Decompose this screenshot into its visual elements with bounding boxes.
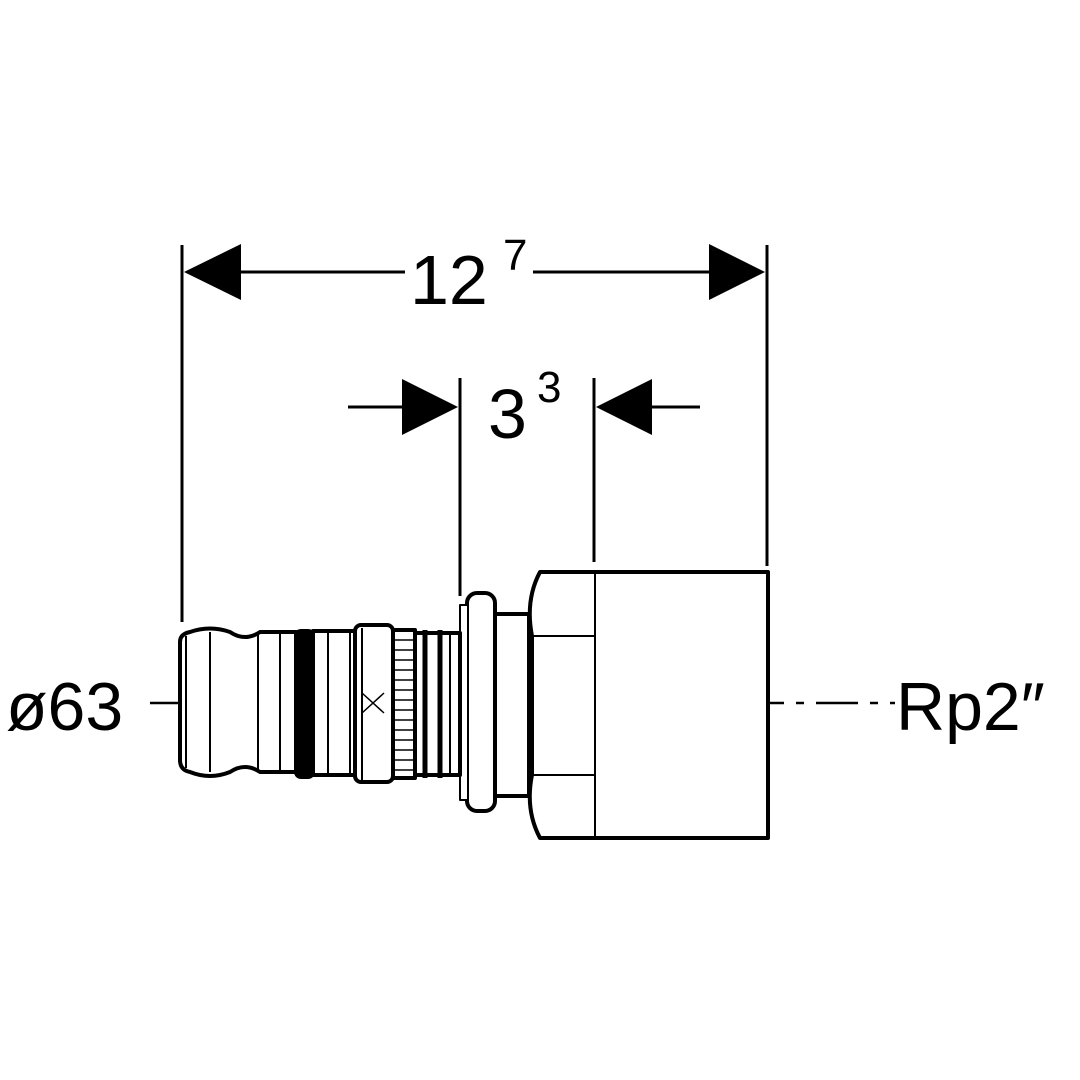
overall-length-value: 12 [410,241,488,319]
neck [491,612,531,798]
thread-label: Rp2″ [896,669,1045,745]
insert-end [178,626,298,778]
flange [465,591,497,813]
arrow-right-icon [402,379,458,435]
arrow-right-icon [709,244,765,300]
pipe-diameter-label: ø63 [6,669,123,745]
fitting [178,570,770,840]
overall-length-dimension [180,244,769,622]
arrow-left-icon [184,244,241,300]
o-ring [294,629,315,779]
knurled-ring [391,628,417,780]
thread-depth-value: 3 [488,375,527,453]
arrow-left-icon [596,379,652,435]
thread-depth-dimension [348,378,700,596]
overall-length-sup: 7 [503,231,527,280]
thread-depth-sup: 3 [537,363,561,412]
threaded-body [527,570,770,840]
